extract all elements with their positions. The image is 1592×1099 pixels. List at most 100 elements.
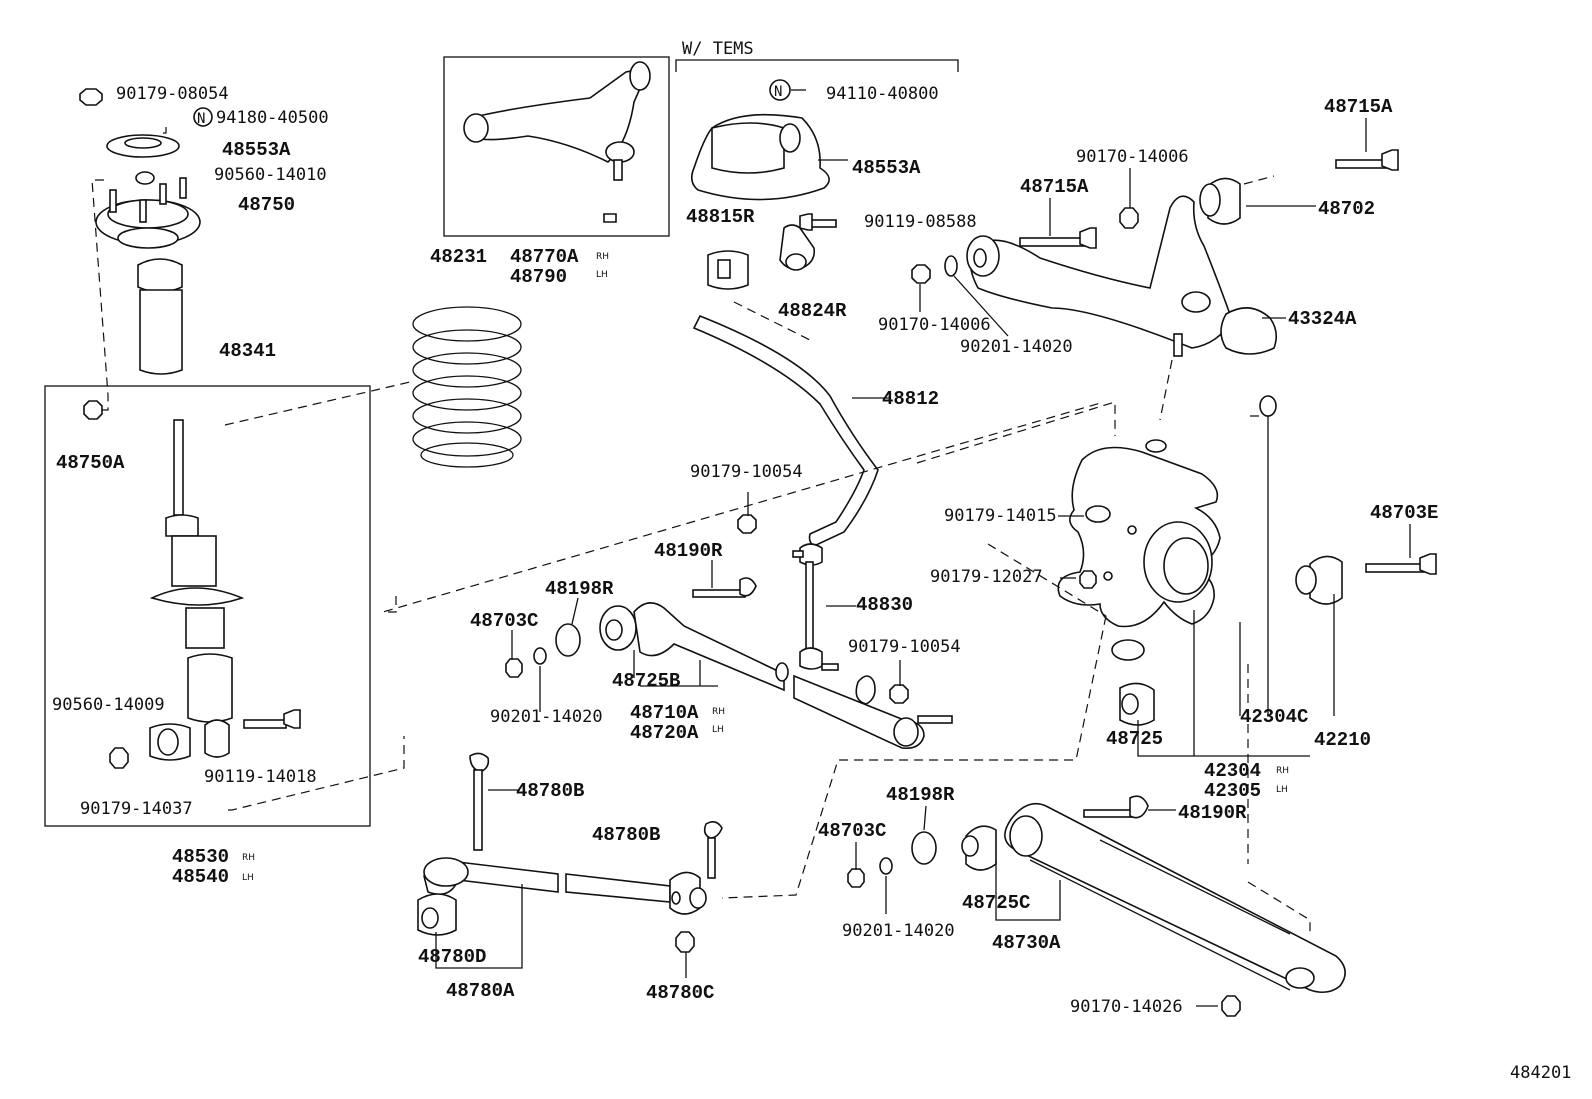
label-48720A: 48720A: [630, 722, 699, 744]
cap-42304C[interactable]: [1259, 395, 1277, 417]
nut-90179-08054[interactable]: [79, 88, 103, 106]
label-90170-14006-mid: 90170-14006: [878, 315, 991, 335]
washer-90201-14020-lower[interactable]: [879, 857, 893, 875]
bolt-48703E[interactable]: [1365, 553, 1437, 575]
label-42305: 42305: [1204, 780, 1261, 802]
label-48780C: 48780C: [646, 982, 714, 1004]
washer-90560-14010[interactable]: [135, 171, 155, 185]
label-48730A: 48730A: [992, 932, 1061, 954]
label-48790: 48790: [510, 266, 567, 288]
upper-control-arm-right[interactable]: [966, 195, 1233, 357]
label-90560-14010: 90560-14010: [214, 165, 327, 185]
nut-48750A[interactable]: [83, 400, 103, 420]
lower-arm-48780A[interactable]: [423, 857, 707, 915]
washer-90201-14020-upper[interactable]: [533, 647, 547, 665]
stabilizer-link-48830[interactable]: [792, 543, 839, 671]
label-48553A-right: 48553A: [852, 157, 921, 179]
label-side-rh: RH: [712, 707, 725, 717]
bound-stopper-48341[interactable]: [137, 258, 183, 375]
label-w-tems: W/ TEMS: [682, 39, 754, 59]
label-48770A: 48770A: [510, 246, 579, 268]
label-48750A: 48750A: [56, 452, 125, 474]
label-48815R: 48815R: [686, 206, 755, 228]
shock-absorber-group-box: [44, 385, 371, 827]
bushing-48198R-upper[interactable]: [555, 623, 581, 657]
bushing-48725[interactable]: [1119, 682, 1155, 726]
support-cap-48553A[interactable]: [106, 134, 180, 158]
knuckle-42304[interactable]: [1057, 439, 1221, 661]
label-48703C-top: 48703C: [470, 610, 538, 632]
label-90179-10054-top: 90179-10054: [690, 462, 803, 482]
bolt-48715A-upper-right[interactable]: [1335, 149, 1399, 171]
label-42210: 42210: [1314, 729, 1371, 751]
bolt-48715A-mid[interactable]: [1019, 227, 1097, 249]
label-90179-10054-mid: 90179-10054: [848, 637, 961, 657]
nut-48780C[interactable]: [675, 931, 695, 953]
bushing-48703E[interactable]: [1295, 555, 1343, 605]
label-48812: 48812: [882, 388, 939, 410]
label-48725C: 48725C: [962, 892, 1030, 914]
label-48780B-upper: 48780B: [516, 780, 584, 802]
bolt-48190R-upper[interactable]: [692, 577, 757, 598]
label-90179-08054: 90179-08054: [116, 84, 229, 104]
nut-90179-14015[interactable]: [1085, 505, 1111, 523]
label-side-rh: RH: [1276, 766, 1289, 776]
lower-trailing-arm-48730A[interactable]: [961, 802, 1346, 994]
control-arm-48710A[interactable]: [599, 602, 953, 750]
new-part-marker-icon: N: [193, 107, 213, 127]
nut-48703C-upper[interactable]: [505, 658, 523, 678]
label-48702: 48702: [1318, 198, 1375, 220]
nut-90170-14026[interactable]: [1221, 995, 1241, 1017]
nut-90170-14006-mid[interactable]: [911, 264, 931, 284]
bolt-48780B-lower[interactable]: [703, 820, 723, 879]
nut-90179-10054-lower[interactable]: [889, 684, 909, 704]
label-48703E: 48703E: [1370, 502, 1438, 524]
label-90179-12027: 90179-12027: [930, 567, 1043, 587]
bushing-48780D[interactable]: [417, 893, 457, 936]
tems-actuator-cap-48553A[interactable]: [690, 113, 830, 201]
nut-90179-10054-upper[interactable]: [737, 514, 757, 534]
nut-90170-14006-upper[interactable]: [1119, 207, 1139, 229]
label-side-lh: LH: [1276, 785, 1288, 795]
label-48715A-right: 48715A: [1324, 96, 1393, 118]
label-48830: 48830: [856, 594, 913, 616]
label-48198R-bottom: 48198R: [886, 784, 955, 806]
bolt-90119-08588[interactable]: [799, 213, 837, 231]
boot-43324A[interactable]: [1220, 307, 1278, 355]
nut-90179-12027[interactable]: [1079, 570, 1097, 589]
label-side-lh: LH: [596, 270, 608, 280]
label-90201-14020-mid: 90201-14020: [960, 337, 1073, 357]
nut-48703C-lower[interactable]: [847, 868, 865, 888]
bolt-90119-14018[interactable]: [243, 709, 301, 729]
bushing-48702[interactable]: [1199, 177, 1241, 225]
label-48553A-left: 48553A: [222, 139, 291, 161]
washer-90201-14020-mid[interactable]: [944, 255, 958, 277]
label-side-rh: RH: [596, 252, 609, 262]
new-part-marker-icon: N: [769, 79, 791, 101]
label-42304: 42304: [1204, 760, 1261, 782]
label-48703C-bottom: 48703C: [818, 820, 886, 842]
label-48540: 48540: [172, 866, 229, 888]
bushing-48198R-lower[interactable]: [911, 831, 937, 865]
coil-spring-48231[interactable]: [412, 306, 522, 468]
label-90119-08588: 90119-08588: [864, 212, 977, 232]
label-90119-14018: 90119-14018: [204, 767, 317, 787]
label-90560-14009: 90560-14009: [52, 695, 165, 715]
stabilizer-bar-48812[interactable]: [692, 314, 879, 547]
upper-arm-48770A[interactable]: [463, 61, 651, 223]
label-90170-14026: 90170-14026: [1070, 997, 1183, 1017]
stabilizer-bracket-48824R[interactable]: [779, 224, 816, 271]
bolt-48190R-lower[interactable]: [1083, 795, 1149, 819]
label-48750: 48750: [238, 194, 295, 216]
upper-arm-group-box: [443, 56, 670, 237]
label-48780B-lower: 48780B: [592, 824, 660, 846]
stabilizer-bushing-48815R[interactable]: [707, 250, 749, 290]
bolt-48780B-upper[interactable]: [469, 752, 490, 851]
shock-absorber[interactable]: [149, 419, 245, 761]
suspension-support-48750[interactable]: [95, 177, 201, 249]
label-48715A-mid: 48715A: [1020, 176, 1089, 198]
nut-90179-14037[interactable]: [109, 747, 129, 769]
label-side-lh: LH: [242, 873, 254, 883]
svg-text:N: N: [197, 111, 205, 127]
